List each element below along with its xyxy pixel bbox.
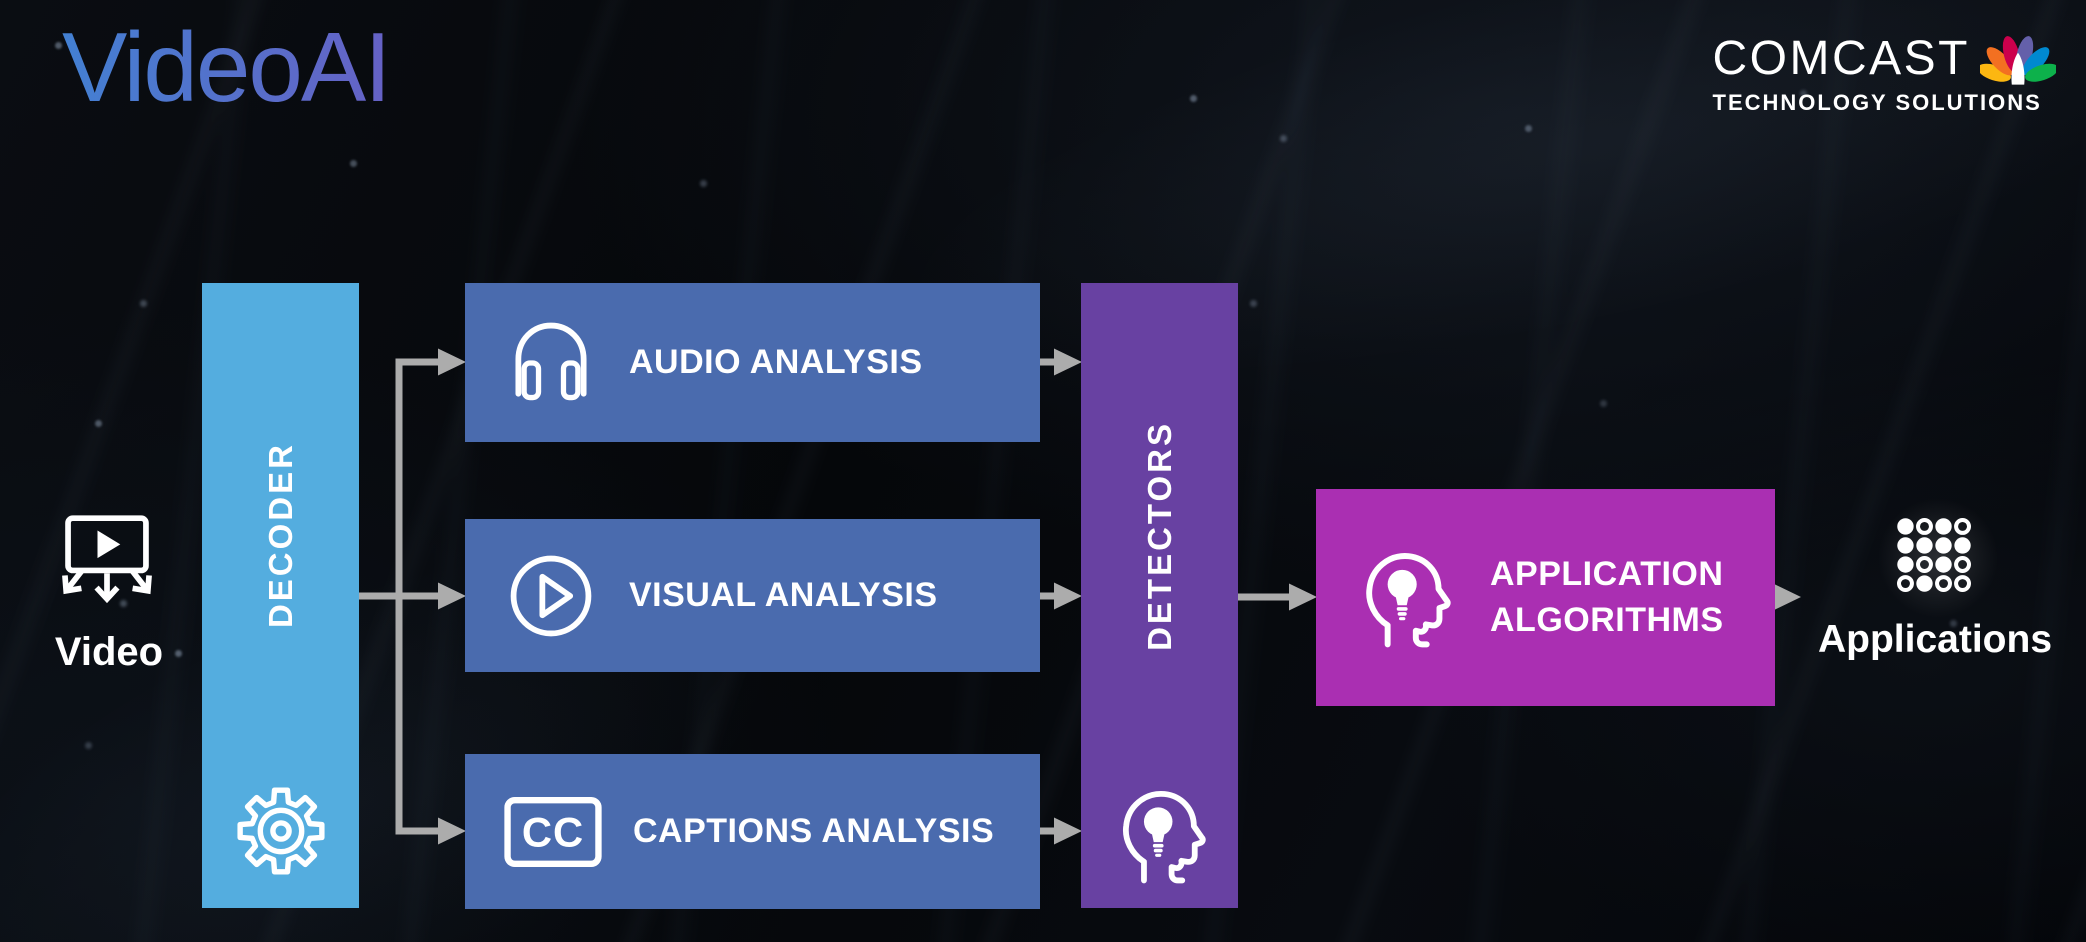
applications-glow	[1858, 478, 2018, 638]
decoder-label: DECODER	[261, 442, 299, 629]
applications-output-node: Applications	[1818, 516, 2053, 662]
application-algorithms-label: APPLICATION ALGORITHMS	[1490, 552, 1724, 644]
headphones-icon	[503, 315, 599, 411]
audio-analysis-label: AUDIO ANALYSIS	[629, 343, 923, 381]
detectors-label: DETECTORS	[1140, 420, 1178, 651]
closed-captions-icon: CC	[503, 791, 603, 873]
application-line1: APPLICATION	[1490, 554, 1724, 593]
brand-name: COMCAST	[1712, 32, 1970, 85]
captions-analysis-box: CC CAPTIONS ANALYSIS	[465, 754, 1040, 909]
captions-analysis-label: CAPTIONS ANALYSIS	[633, 812, 995, 850]
dot-grid-icon	[1818, 516, 2050, 594]
visual-analysis-box: VISUAL ANALYSIS	[465, 519, 1040, 672]
video-ingest-icon	[50, 512, 168, 608]
decoder-box: DECODER	[202, 283, 359, 908]
nbc-peacock-icon	[1980, 32, 2056, 86]
video-label: Video	[54, 630, 164, 674]
visual-analysis-label: VISUAL ANALYSIS	[629, 576, 938, 614]
application-line2: ALGORITHMS	[1490, 600, 1724, 639]
video-input-node: Video	[50, 512, 168, 675]
audio-analysis-box: AUDIO ANALYSIS	[465, 283, 1040, 442]
cc-badge: CC	[522, 808, 584, 855]
detectors-box: DETECTORS	[1081, 283, 1238, 908]
background-bokeh-dots	[55, 42, 62, 49]
gear-icon	[236, 786, 326, 876]
applications-label: Applications	[1818, 618, 2053, 661]
application-algorithms-box: APPLICATION ALGORITHMS	[1316, 489, 1775, 706]
comcast-logo: COMCAST TECHNOLOGY SOLUTIONS	[1712, 32, 2056, 116]
brand-subtitle: TECHNOLOGY SOLUTIONS	[1712, 90, 2042, 115]
head-lightbulb-icon	[1111, 786, 1209, 884]
head-lightbulb-icon	[1354, 548, 1454, 648]
play-circle-icon	[503, 548, 599, 644]
